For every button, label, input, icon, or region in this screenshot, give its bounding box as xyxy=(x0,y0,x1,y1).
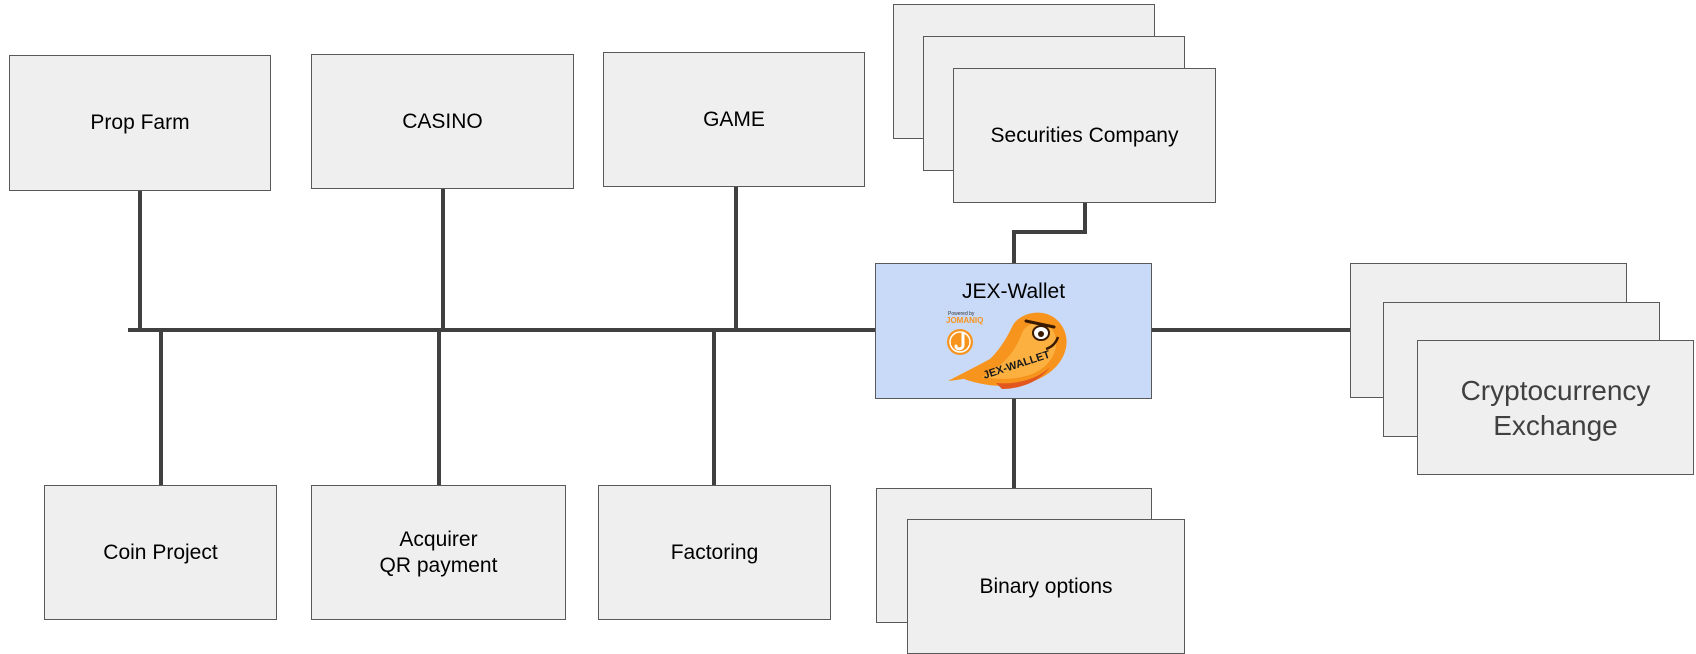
connector-securities-down xyxy=(1083,203,1087,234)
connector-game xyxy=(734,187,738,330)
connector-binary-options xyxy=(1012,398,1016,488)
connector-coin-project xyxy=(159,330,163,485)
jomaniq-badge xyxy=(947,329,973,355)
coin-project-label: Coin Project xyxy=(103,540,218,564)
connector-securities-up xyxy=(1012,230,1016,265)
binary-options-label: Binary options xyxy=(979,574,1113,598)
prop-farm-box: Prop Farm xyxy=(9,55,271,191)
connector-securities-horizontal xyxy=(1012,230,1087,234)
connector-prop-farm xyxy=(138,191,142,330)
logo-powered-by: Powered by xyxy=(948,311,975,317)
jomaniq-badge-letter xyxy=(954,331,965,351)
cryptocurrency-exchange-box: Cryptocurrency Exchange xyxy=(1417,340,1694,475)
connector-main-bus xyxy=(128,328,880,332)
connector-acquirer xyxy=(437,330,441,485)
casino-box: CASINO xyxy=(311,54,574,189)
mascot-pupil xyxy=(1038,331,1044,337)
securities-company-label: Securities Company xyxy=(990,123,1179,147)
jex-wallet-logo: JEX-WALLET Powered by JOMANIQ xyxy=(946,311,1067,389)
acquirer-box: Acquirer QR payment xyxy=(311,485,566,620)
cryptocurrency-exchange-label: Cryptocurrency Exchange xyxy=(1460,374,1651,441)
flame-shading xyxy=(996,367,1050,389)
connector-factoring xyxy=(712,330,716,485)
binary-options-box: Binary options xyxy=(907,519,1185,654)
factoring-label: Factoring xyxy=(670,540,759,564)
game-box: GAME xyxy=(603,52,865,187)
coin-project-box: Coin Project xyxy=(44,485,277,620)
mascot-smile xyxy=(1045,336,1060,351)
acquirer-label: Acquirer QR payment xyxy=(379,527,498,577)
connector-exchange xyxy=(1152,328,1350,332)
casino-label: CASINO xyxy=(402,109,483,133)
logo-brand: JOMANIQ xyxy=(946,316,983,325)
jomaniq-badge-inner xyxy=(949,331,971,353)
prop-farm-label: Prop Farm xyxy=(90,111,190,134)
factoring-box: Factoring xyxy=(598,485,831,620)
mascot-brow xyxy=(1024,319,1056,329)
game-label: GAME xyxy=(703,107,765,131)
connector-casino xyxy=(441,189,445,330)
jex-wallet-hub: JEX-Wallet JEX-WALLET Powered by JOMANIQ xyxy=(875,263,1152,399)
securities-company-box: Securities Company xyxy=(953,68,1216,203)
jex-wallet-title: JEX-Wallet xyxy=(961,280,1066,303)
